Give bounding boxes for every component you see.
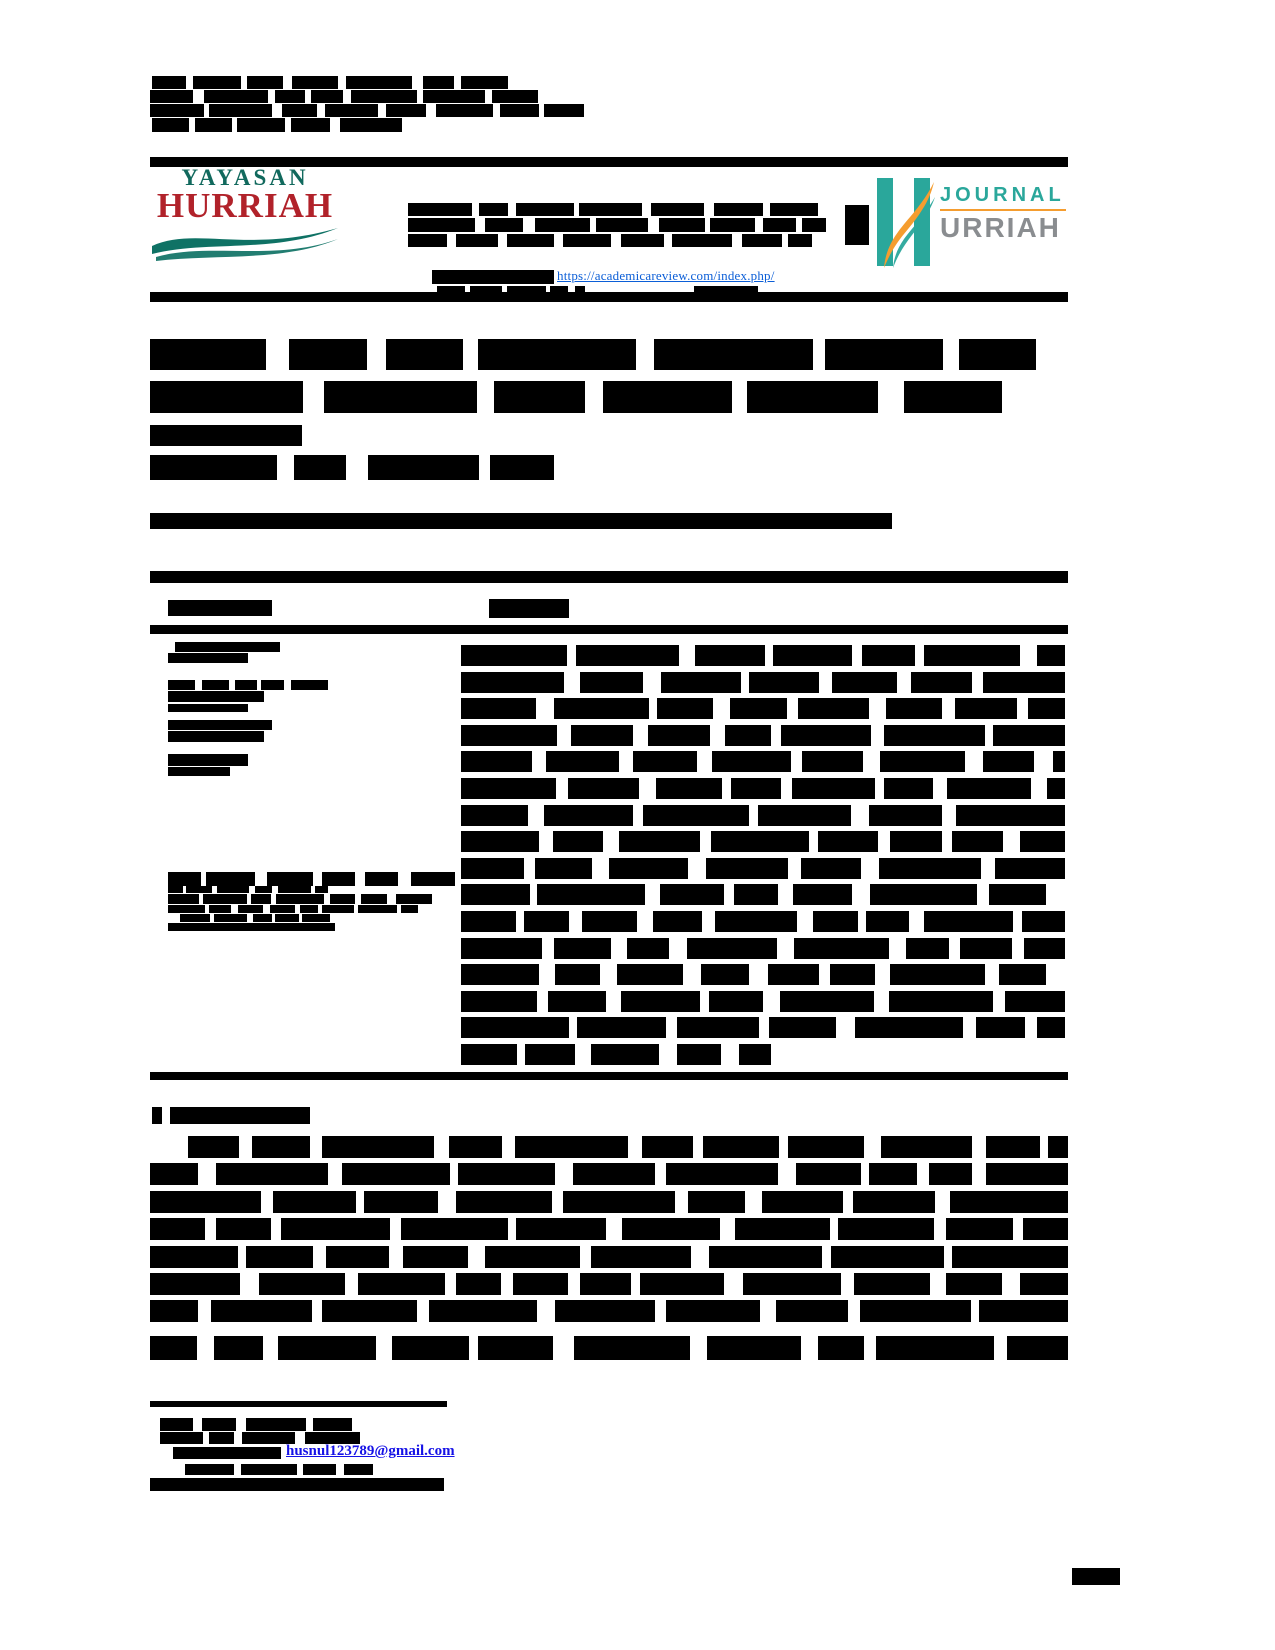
abstract-text-line-9: [461, 858, 1065, 879]
footnote-line-2: [160, 1432, 360, 1444]
license-line-4: [168, 905, 418, 913]
yayasan-hurriah-logo: YAYASAN HURRIAH: [152, 166, 338, 272]
introduction-text-line-3: [150, 1191, 1068, 1213]
citation-line-2: [150, 90, 538, 103]
introduction-text-line-2: [150, 1163, 1068, 1185]
received-sub: [168, 691, 264, 702]
license-line-1: [168, 872, 455, 886]
abstract-text-line-4: [461, 725, 1065, 746]
footnote-line-5: [150, 1478, 444, 1491]
journal-hurriah-logo: JOURNAL URRIAH: [876, 176, 1072, 268]
abstract-text-line-15: [461, 1017, 1065, 1038]
journal-homepage-link[interactable]: https://academicareview.com/index.php/: [557, 268, 775, 283]
footnote-email-label: [173, 1447, 281, 1459]
introduction-text-line-5: [150, 1246, 1068, 1268]
table-header-rule: [150, 625, 1068, 634]
journal-title-line-1: [408, 203, 818, 216]
article-title-line-3: [150, 425, 302, 446]
abstract-text-line-7: [461, 805, 1065, 826]
journal-logo-text: JOURNAL URRIAH: [940, 185, 1066, 242]
affiliation-line: [150, 513, 892, 529]
abstract-text-line-10: [461, 884, 1065, 905]
introduction-heading: [170, 1107, 310, 1124]
footnote-line-4: [185, 1464, 373, 1475]
correspondence-email-link[interactable]: husnul123789@gmail.com: [286, 1443, 455, 1459]
abstract-top-rule: [150, 571, 1068, 583]
journal-logo-word-urriah: URRIAH: [940, 212, 1061, 243]
article-history-sub: [168, 653, 248, 663]
introduction-text-line-1: [188, 1136, 1068, 1158]
abstract-text-line-8: [461, 831, 1065, 852]
abstract-text-line-5: [461, 751, 1065, 772]
received-line: [168, 680, 328, 690]
citation-line-4: [152, 118, 402, 132]
abstract-text-line-11: [461, 911, 1065, 932]
license-line-6: [168, 923, 335, 931]
license-line-2: [168, 886, 328, 893]
abstract-text-line-2: [461, 672, 1065, 693]
article-info-heading: [168, 600, 272, 616]
footnote-line-1: [160, 1418, 352, 1431]
yayasan-logo-word-yayasan: YAYASAN: [181, 165, 309, 190]
body-last-line: [150, 1336, 1068, 1360]
introduction-number: [152, 1107, 162, 1124]
abstract-text-line-1: [461, 645, 1065, 666]
article-title-line-2: [150, 381, 1002, 413]
yayasan-logo-word-hurriah: HURRIAH: [156, 186, 334, 225]
logo-wave-icon: [152, 228, 338, 262]
authors-line: [150, 455, 554, 480]
keywords-label: [168, 754, 248, 766]
journal-logo-divider: [940, 209, 1066, 211]
journal-logo-word-journal: JOURNAL: [940, 184, 1065, 206]
homepage-label: [432, 270, 554, 284]
article-history-label: [175, 642, 280, 652]
keywords-line: [168, 767, 230, 776]
license-line-5: [180, 914, 330, 922]
accepted-line: [168, 720, 272, 730]
article-title-line-1: [150, 339, 1036, 370]
abstract-bottom-rule: [150, 1072, 1068, 1080]
header-bottom-rule: [150, 292, 1068, 302]
header-top-rule: [150, 157, 1068, 167]
issn-line-a: [437, 286, 585, 295]
abstract-text-line-12: [461, 938, 1065, 959]
citation-line-3: [150, 104, 584, 117]
issn-line-b: [694, 286, 758, 295]
footnote-rule: [150, 1401, 447, 1407]
introduction-text-line-4: [150, 1218, 1068, 1240]
abstract-text-line-14: [461, 991, 1065, 1012]
abstract-text-line-6: [461, 778, 1065, 799]
journal-title-line-2: [408, 218, 826, 232]
introduction-text-line-6: [150, 1273, 1068, 1295]
journal-h-monogram-icon: [877, 178, 935, 268]
abstract-text-line-16: [461, 1044, 771, 1065]
introduction-text-line-7: [150, 1300, 1068, 1322]
abstract-text-line-3: [461, 698, 1065, 719]
citation-line-1: [152, 76, 508, 89]
page-number-block: [1072, 1568, 1120, 1585]
license-line-3: [168, 894, 432, 904]
issn-block: [845, 205, 869, 245]
abstract-heading: [489, 599, 569, 618]
accepted-sub: [168, 731, 264, 742]
abstract-text-line-13: [461, 964, 1065, 985]
revised-line: [168, 704, 248, 712]
journal-title-line-3: [408, 234, 812, 247]
